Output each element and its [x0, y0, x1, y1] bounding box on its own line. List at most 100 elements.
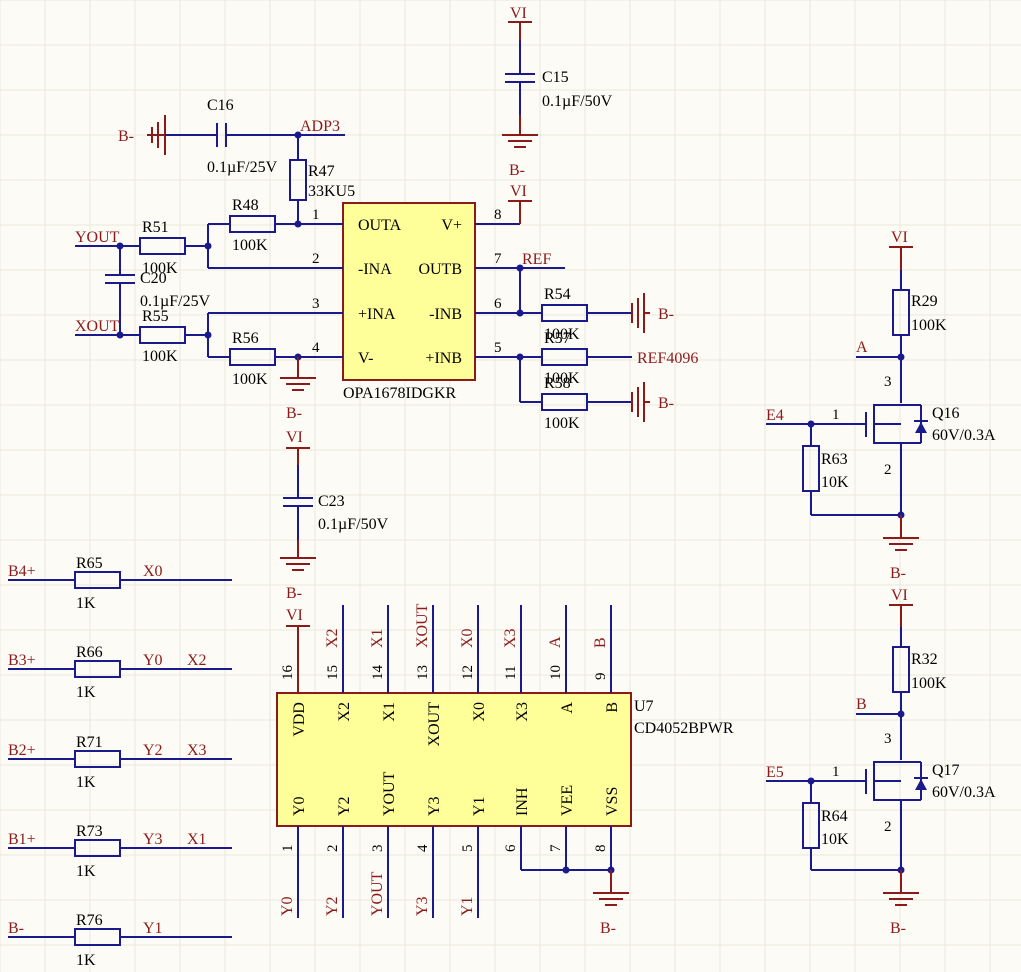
mux-top-pin-name: B	[604, 702, 621, 713]
input-res-value: 1K	[76, 774, 96, 791]
input-res-value: 1K	[76, 684, 96, 701]
mux-bottom-net-label: YOUT	[369, 871, 386, 916]
q17-pin-drain: 3	[884, 731, 892, 747]
c15-group: VI B- C15 0.1µF/50V VI	[502, 5, 613, 224]
input-extra-net: X3	[187, 742, 207, 759]
mux-bottom-pin-num: 7	[548, 844, 564, 852]
input-net-label: B-	[8, 920, 24, 937]
r56-value: 100K	[232, 371, 268, 388]
r58-value: 100K	[544, 415, 580, 432]
opamp-right-network: REF B- R54 100K REF4096 R57 100K B- R58 …	[516, 251, 698, 432]
e5-net-label: E5	[766, 764, 784, 781]
q17-gnd-label: B-	[890, 920, 906, 937]
mux-top-net-label: XOUT	[414, 603, 431, 648]
opamp-body	[342, 202, 476, 381]
adp3-net-label: ADP3	[300, 118, 340, 135]
c16-r47-network: B- C16 0.1µF/25V ADP3 R47 33KU5	[118, 97, 355, 228]
q16-vi-label: VI	[891, 229, 908, 246]
mux-top-pin-name: X2	[336, 702, 353, 722]
q16-pin-source: 2	[884, 462, 892, 478]
mux-vi-label: VI	[286, 607, 303, 624]
b-net-label: B	[856, 696, 867, 713]
mux-bottom-net-label: Y2	[324, 896, 341, 916]
mux-bottom-pin-name: Y2	[336, 796, 353, 816]
input-res-value: 1K	[76, 952, 96, 969]
opamp-pin-8-num: 8	[494, 207, 502, 223]
c20-ref: C20	[140, 270, 167, 287]
q16-pin-gate: 1	[832, 407, 840, 423]
r47-value: 33KU5	[308, 183, 355, 200]
mux-bottom-pin-num: 5	[460, 845, 476, 853]
r55-value: 100K	[142, 348, 178, 365]
mux-top-pin-num: 16	[280, 665, 296, 681]
opamp-pin-4-num: 4	[312, 340, 320, 356]
mux-bottom-net-label: Y1	[459, 896, 476, 916]
mux-top-pin-num: 13	[415, 665, 431, 680]
e4-net-label: E4	[766, 407, 784, 424]
mux-top-pin-name: XOUT	[426, 702, 443, 747]
a-net-label: A	[856, 339, 868, 356]
mux-top-net-label: X3	[502, 628, 519, 648]
c15-value: 0.1µF/50V	[542, 93, 613, 110]
opamp-vi-label: VI	[510, 183, 527, 200]
input-net-label: B2+	[8, 742, 36, 759]
c16-gnd-label: B-	[118, 128, 134, 145]
r57-value: 100K	[544, 370, 580, 387]
opamp-pin-5-num: 5	[494, 340, 502, 356]
vminus-gnd: B- VI B- C23 0.1µF/50V	[280, 357, 389, 602]
mux-pins: 16VDD15X2X214X1X113XOUTXOUT12X0X011X3X31…	[279, 603, 621, 918]
mux-bottom-pin-name: YOUT	[381, 771, 398, 816]
opamp-pin-vplus: V+	[441, 217, 462, 234]
r63-ref: R63	[821, 451, 848, 468]
mux-top-pin-num: 10	[548, 665, 564, 680]
mux-bottom-pin-num: 2	[325, 845, 341, 853]
mux-bottom-pin-num: 8	[593, 845, 609, 853]
opamp-pin-inb-neg: -INB	[429, 306, 462, 323]
q16-ref: Q16	[932, 405, 960, 422]
input-res-value: 1K	[76, 863, 96, 880]
yout-net-label: YOUT	[75, 229, 120, 246]
opamp-pin-outa: OUTA	[358, 217, 402, 234]
r32-ref: R32	[911, 651, 938, 668]
input-res-value: 1K	[76, 595, 96, 612]
r47-ref: R47	[308, 163, 335, 180]
opamp-block: 1 2 3 4 8 7 6 5 OUTA -INA +INA V- V+ OUT…	[208, 202, 565, 402]
mux-top-net-label: B	[592, 637, 609, 648]
opamp-pin-inb-pos: +INB	[425, 350, 462, 367]
opamp-pin-6-num: 6	[494, 296, 502, 312]
mux-bottom-pin-num: 3	[370, 845, 386, 853]
q16-group: VI A R29 100K E4 1 3 2 Q16 60V/0.3A	[766, 229, 996, 582]
mux-bottom-pin-name: Y1	[471, 796, 488, 816]
input-out-net: Y3	[143, 831, 163, 848]
input-net-label: B1+	[8, 831, 36, 848]
mux-bottom-pin-num: 1	[280, 845, 296, 853]
opamp-gnd-label: B-	[286, 405, 302, 422]
mux-bottom-pin-name: Y0	[291, 796, 308, 816]
r56-ref: R56	[232, 330, 259, 347]
r64-ref: R64	[821, 808, 848, 825]
q17-ref: Q17	[932, 762, 960, 779]
mux-top-net-label: A	[547, 636, 564, 648]
input-out-net: Y2	[143, 742, 163, 759]
c23-gnd-label: B-	[286, 585, 302, 602]
mux-bottom-pin-name: VEE	[559, 785, 576, 816]
c15-ref: C15	[542, 69, 569, 86]
r48-group: R48 100K	[204, 197, 298, 268]
r54-value: 100K	[544, 326, 580, 343]
input-network: YOUT XOUT R51 100K C20 0.1µF/25V R55 100…	[75, 219, 302, 388]
input-res-ref: R66	[76, 644, 103, 661]
r63-value: 10K	[821, 474, 849, 491]
input-extra-net: X2	[187, 652, 207, 669]
mux-top-net-label: X2	[324, 628, 341, 648]
c15-vi-label: VI	[510, 5, 527, 22]
c16-value: 0.1µF/25V	[207, 159, 278, 176]
r29-ref: R29	[911, 293, 938, 310]
r51-ref: R51	[142, 219, 169, 236]
mux-top-pin-num: 12	[460, 665, 476, 680]
input-net-label: B3+	[8, 652, 36, 669]
mux-bottom-net-label: Y0	[279, 896, 296, 916]
input-res-ref: R71	[76, 734, 103, 751]
